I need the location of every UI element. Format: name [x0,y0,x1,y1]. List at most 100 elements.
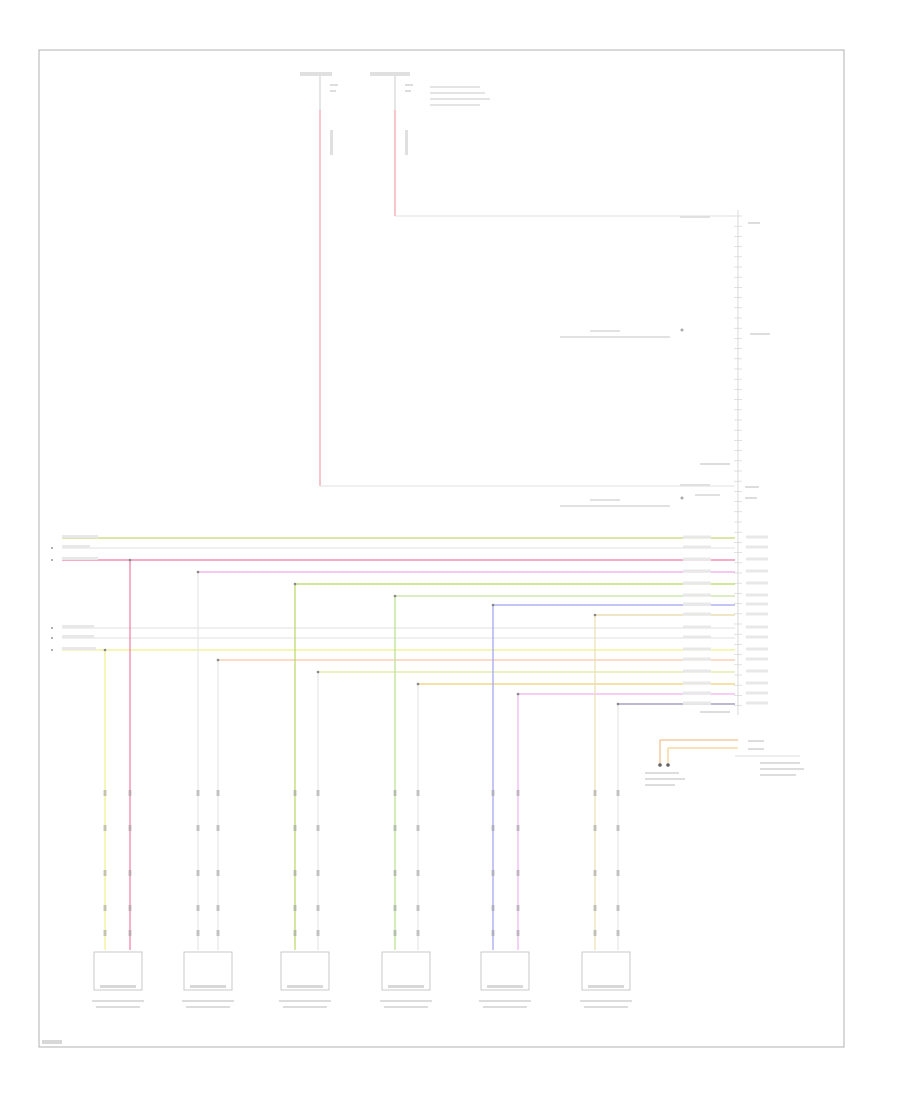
speaker-caption-line [584,1006,628,1008]
splice-dot [293,582,297,586]
speaker-row [92,951,632,1008]
pin-label-block [746,602,768,606]
connector-mark [128,790,132,796]
pin-label-block [746,635,768,639]
connector-mark [491,870,495,876]
connector-mark [616,825,620,831]
connector-mark [103,790,107,796]
connector-mark [393,870,397,876]
pin-label-block [746,569,768,573]
speaker-3 [279,951,331,1008]
connector-mark [416,930,420,936]
connector-mark [216,870,220,876]
speaker-harness [62,537,735,705]
splice-dot [103,648,107,652]
speaker-caption-line [96,1006,140,1008]
harness-left-marks [51,535,98,651]
connector-mark [103,870,107,876]
speaker-5 [479,951,531,1008]
speaker-base [100,985,136,988]
connector-mark [128,870,132,876]
module-pin-column [734,210,742,715]
footer-mark [42,1040,62,1044]
connector-mark [196,825,200,831]
pin-label-block [746,612,768,616]
speaker-2 [182,951,234,1008]
connector-mark [416,905,420,911]
pin-label-block [746,545,768,549]
wire-label-block [683,681,711,685]
splice-dot [593,613,597,617]
wire-label-block [683,701,711,705]
connector-mark [196,930,200,936]
connector-mark [128,905,132,911]
splice-dot [128,558,132,562]
speaker-base [388,985,424,988]
connector-mark [393,790,397,796]
speaker-caption-line [380,1000,432,1002]
connector-mark [393,905,397,911]
connector-mark [316,930,320,936]
wire-label-block [683,602,711,606]
amplifier-connector [645,739,804,786]
connector-mark [128,930,132,936]
top-connectors [300,72,490,155]
pin-label-block [746,581,768,585]
connector-mark [593,905,597,911]
speaker-base [487,985,523,988]
connector-mark [316,905,320,911]
wire-label-block [683,625,711,629]
connector-mark [593,825,597,831]
wire-label-block [683,669,711,673]
connector-mark [103,930,107,936]
connector-mark [516,790,520,796]
connector-mark [491,825,495,831]
splice-dot [196,570,200,574]
speaker-caption-line [283,1006,327,1008]
connector-mark [416,870,420,876]
connector-mark [293,930,297,936]
speaker-base [588,985,624,988]
connector-mark [593,930,597,936]
speaker-caption-line [182,1000,234,1002]
connector-mark [293,870,297,876]
speaker-caption-line [580,1000,632,1002]
connector-mark [593,790,597,796]
connector-mark [393,825,397,831]
splice-dot [516,692,520,696]
harness-right-labels [683,535,768,705]
speaker-6 [580,951,632,1008]
pin-label-block [746,593,768,597]
connector-mark [516,870,520,876]
pin-label-block [746,535,768,539]
wire-label-block [683,657,711,661]
speaker-caption-line [483,1006,527,1008]
connector-mark [616,905,620,911]
pin-label-block [746,557,768,561]
pin-label-block [746,669,768,673]
pin-label-block [746,657,768,661]
connector-mark [316,825,320,831]
speaker-4 [380,951,432,1008]
connector-mark [491,790,495,796]
speaker-base [190,985,226,988]
connector-mark [103,905,107,911]
pin-label-block [746,691,768,695]
pin-label-block [746,701,768,705]
speaker-base [287,985,323,988]
wire-label-block [683,581,711,585]
splice-dot [416,682,420,686]
wire-label-block [683,635,711,639]
speaker-caption-line [186,1006,230,1008]
connector-mark [516,905,520,911]
connector-mark [491,930,495,936]
connector-mark [196,870,200,876]
pin-label-block [746,647,768,651]
top-wire-group [319,110,396,486]
wire-label-block [683,647,711,651]
connector-mark [128,825,132,831]
connector-mark [491,905,495,911]
pin-label-block [746,625,768,629]
speaker-caption-line [92,1000,144,1002]
